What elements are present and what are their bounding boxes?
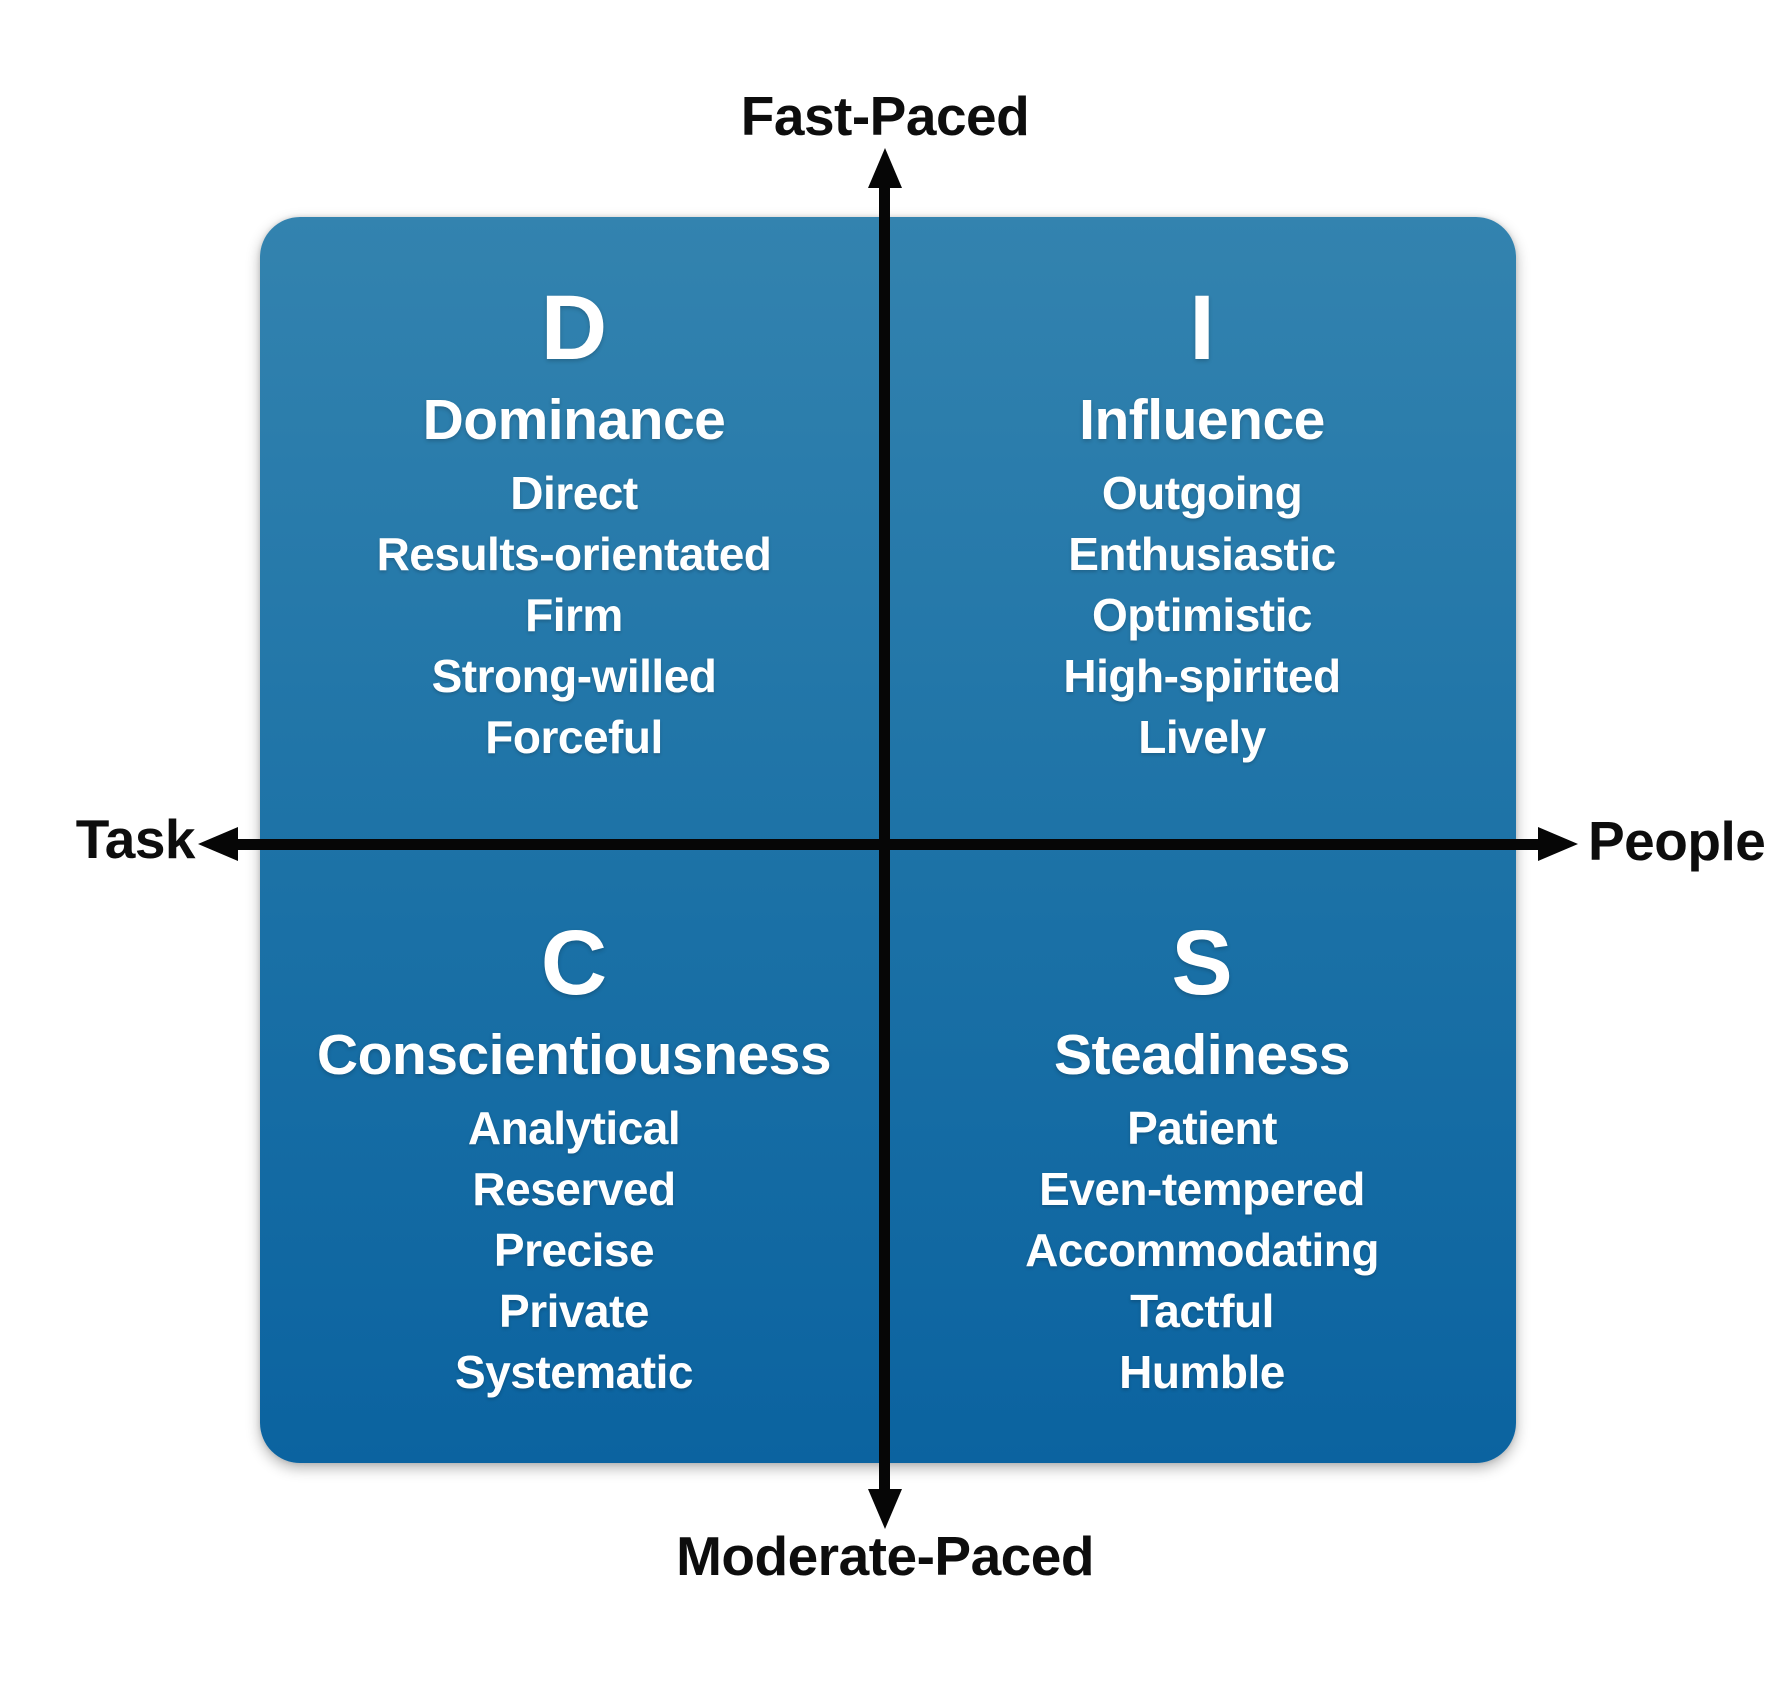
trait: Even-tempered xyxy=(1039,1163,1365,1215)
quadrant-name-dominance: Dominance xyxy=(422,388,726,452)
trait: Reserved xyxy=(472,1163,676,1215)
trait: Tactful xyxy=(1130,1285,1274,1337)
trait: Lively xyxy=(1138,711,1266,763)
axis-label-moderate-paced: Moderate-Paced xyxy=(676,1525,1094,1587)
trait: Results-orientated xyxy=(376,528,772,580)
trait: Private xyxy=(499,1285,649,1337)
horizontal-axis-line xyxy=(235,839,1540,850)
trait: Systematic xyxy=(455,1346,693,1398)
arrow-up-icon xyxy=(868,148,902,188)
quadrant-name-influence: Influence xyxy=(1079,388,1325,452)
trait: Direct xyxy=(510,467,638,519)
quadrant-letter-d: D xyxy=(540,277,608,379)
quadrant-letter-i: I xyxy=(1189,277,1215,379)
quadrant-conscientiousness: C Conscientiousness Analytical Reserved … xyxy=(260,840,888,1463)
quadrant-name-steadiness: Steadiness xyxy=(1054,1023,1350,1087)
arrow-right-icon xyxy=(1538,827,1578,861)
quadrant-letter-s: S xyxy=(1171,912,1233,1014)
trait: Firm xyxy=(525,589,623,641)
axis-label-fast-paced: Fast-Paced xyxy=(740,85,1030,147)
quadrant-name-conscientiousness: Conscientiousness xyxy=(316,1023,832,1087)
quadrant-influence: I Influence Outgoing Enthusiastic Optimi… xyxy=(888,217,1516,840)
trait: Accommodating xyxy=(1025,1224,1379,1276)
vertical-axis-line xyxy=(879,182,890,1491)
quadrant-dominance: D Dominance Direct Results-orientated Fi… xyxy=(260,217,888,840)
trait: Outgoing xyxy=(1101,467,1303,519)
trait: Strong-willed xyxy=(431,650,717,702)
trait: High-spirited xyxy=(1063,650,1341,702)
trait: Forceful xyxy=(485,711,663,763)
trait: Optimistic xyxy=(1092,589,1312,641)
quadrant-letter-c: C xyxy=(540,912,608,1014)
arrow-left-icon xyxy=(198,827,238,861)
trait: Enthusiastic xyxy=(1068,528,1336,580)
arrow-down-icon xyxy=(868,1489,902,1529)
trait: Patient xyxy=(1127,1102,1277,1154)
trait: Analytical xyxy=(467,1102,681,1154)
trait: Humble xyxy=(1119,1346,1285,1398)
quadrant-steadiness: S Steadiness Patient Even-tempered Accom… xyxy=(888,840,1516,1463)
axis-label-people: People xyxy=(1588,810,1766,872)
axis-label-task: Task xyxy=(75,808,196,870)
trait: Precise xyxy=(493,1224,655,1276)
